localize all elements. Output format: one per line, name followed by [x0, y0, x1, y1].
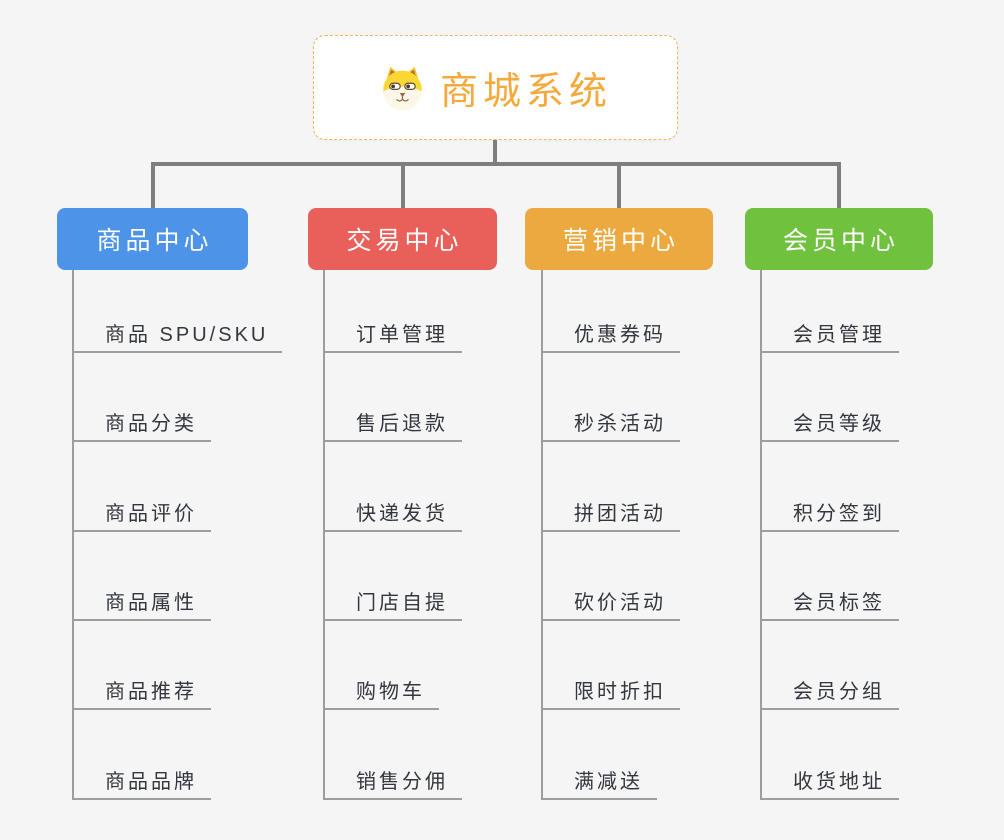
sub-topic-item[interactable]: 商品推荐: [72, 682, 211, 710]
sub-topic-item[interactable]: 商品 SPU/SKU: [72, 325, 283, 353]
branch-trunk-line: [72, 270, 74, 799]
connector-bus-line: [151, 162, 840, 166]
connector-drop-marketing: [617, 162, 621, 208]
sub-topic-item[interactable]: 会员标签: [760, 593, 899, 621]
sub-topic-item[interactable]: 售后退款: [323, 414, 462, 442]
dog-face-icon: [379, 64, 426, 111]
branch-trunk-line: [760, 270, 762, 799]
branch-trunk-line: [323, 270, 325, 799]
sub-topic-item[interactable]: 拼团活动: [541, 504, 680, 532]
sub-topic-item[interactable]: 会员管理: [760, 325, 899, 353]
sub-topic-item[interactable]: 订单管理: [323, 325, 462, 353]
branch-trunk-line: [541, 270, 543, 799]
sub-topic-item[interactable]: 门店自提: [323, 593, 462, 621]
sub-topic-item[interactable]: 商品品牌: [72, 772, 211, 800]
sub-topic-item[interactable]: 购物车: [323, 682, 439, 710]
sub-topic-item[interactable]: 收货地址: [760, 772, 899, 800]
sub-topic-item[interactable]: 优惠券码: [541, 325, 680, 353]
branch-topic-trade[interactable]: 交易中心: [308, 208, 497, 270]
sub-topic-item[interactable]: 快递发货: [323, 504, 462, 532]
root-topic-label: 商城系统: [439, 71, 612, 113]
sub-topic-item[interactable]: 砍价活动: [541, 593, 680, 621]
sub-topic-item[interactable]: 商品分类: [72, 414, 211, 442]
sub-topic-item[interactable]: 会员等级: [760, 414, 899, 442]
branch-product-center: 商品中心 商品 SPU/SKU 商品分类商品评价商品属性商品推荐商品品牌: [57, 208, 283, 800]
sub-topic-item[interactable]: 秒杀活动: [541, 414, 680, 442]
connector-drop-product: [151, 162, 155, 208]
sub-topic-item[interactable]: 积分签到: [760, 504, 899, 532]
sub-topic-item[interactable]: 销售分佣: [323, 772, 462, 800]
branch-topic-marketing[interactable]: 营销中心: [525, 208, 713, 270]
connector-drop-trade: [401, 162, 405, 208]
sub-topic-item[interactable]: 商品属性: [72, 593, 211, 621]
sub-topic-item[interactable]: 会员分组: [760, 682, 899, 710]
sub-topic-item[interactable]: 商品评价: [72, 504, 211, 532]
connector-root-drop: [493, 140, 497, 166]
sub-topic-item[interactable]: 限时折扣: [541, 682, 680, 710]
branch-topic-product[interactable]: 商品中心: [57, 208, 248, 270]
branch-topic-member[interactable]: 会员中心: [745, 208, 933, 270]
branch-marketing-center: 营销中心 优惠券码秒杀活动拼团活动砍价活动限时折扣满减送: [525, 208, 713, 800]
branch-trade-center: 交易中心 订单管理售后退款快递发货门店自提购物车销售分佣: [308, 208, 497, 800]
sub-topic-item[interactable]: 满减送: [541, 772, 657, 800]
connector-drop-member: [837, 162, 841, 208]
root-topic[interactable]: 商城系统: [313, 35, 678, 140]
branch-member-center: 会员中心 会员管理会员等级积分签到会员标签会员分组收货地址: [745, 208, 933, 800]
